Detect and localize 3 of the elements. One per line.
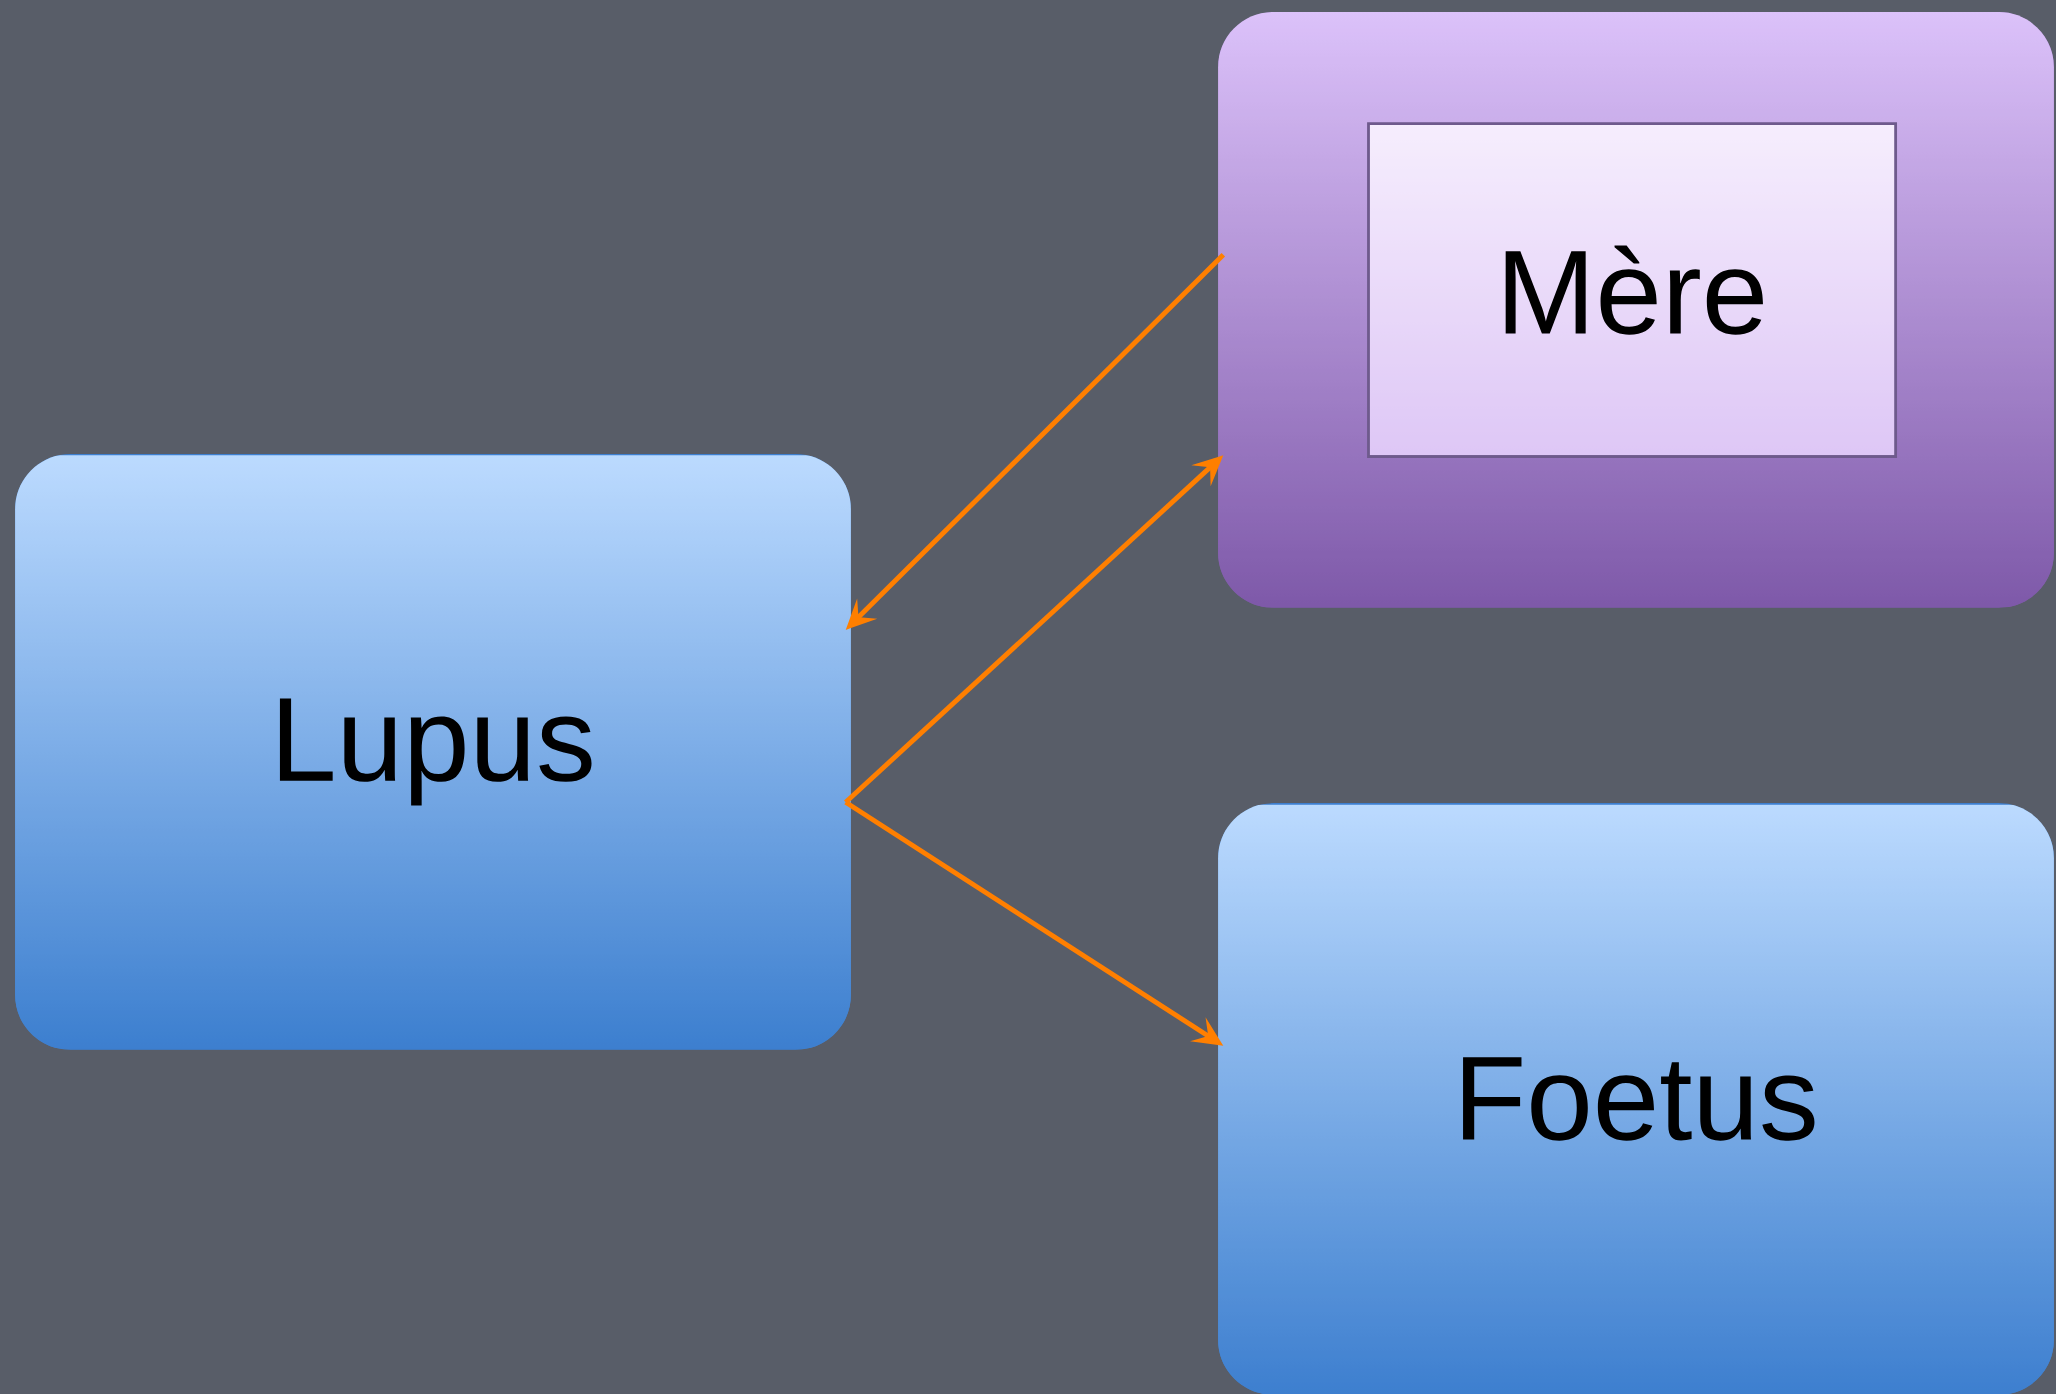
rounded-box: Lupus xyxy=(15,454,851,1050)
rounded-box: Foetus xyxy=(1218,803,2054,1394)
text-box: Mère xyxy=(1367,122,1898,458)
